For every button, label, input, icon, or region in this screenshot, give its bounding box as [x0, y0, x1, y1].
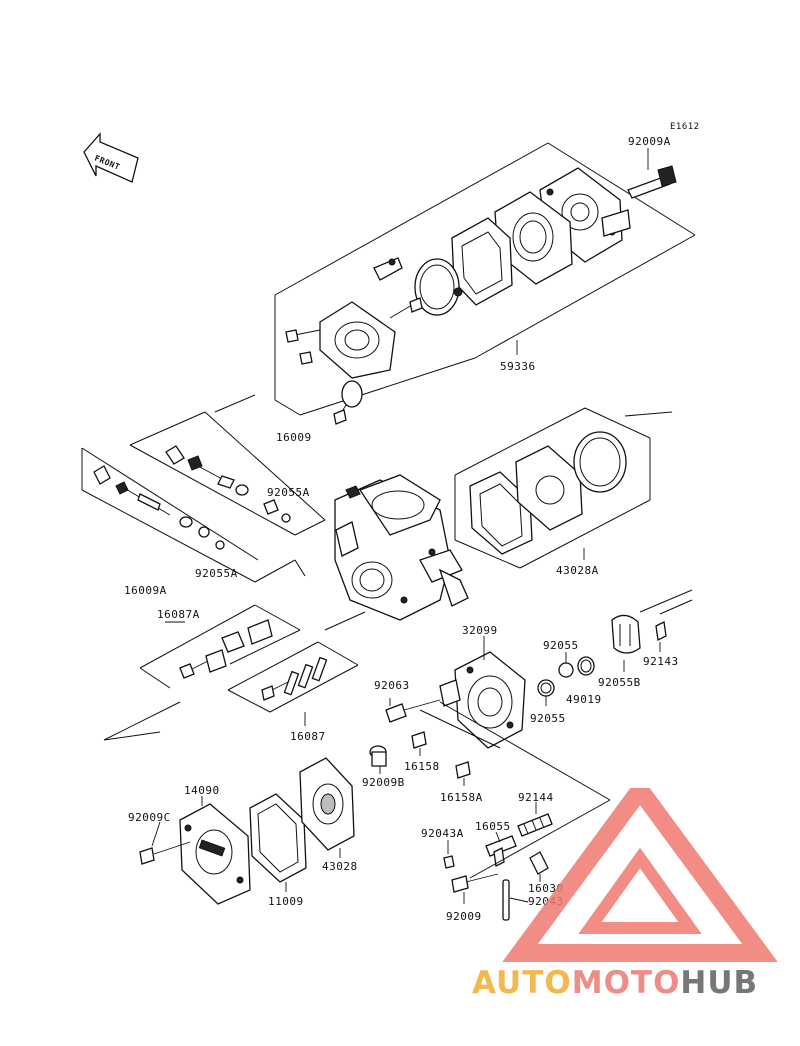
label-14090: 14090 — [184, 784, 220, 797]
cap-92055b — [611, 614, 641, 654]
watermark-hub: HUB — [680, 965, 758, 1001]
diagram-code: E1612 — [670, 122, 700, 132]
jet-parts-16087 — [261, 656, 328, 701]
label-92055a-2: 92055A — [195, 567, 238, 580]
watermark-triangle-icon — [502, 788, 778, 962]
label-43028: 43028 — [322, 860, 358, 873]
screw-92009 — [451, 873, 499, 904]
label-92009: 92009 — [446, 910, 482, 923]
needle-16030 — [529, 851, 549, 882]
label-92055a-1: 92055A — [267, 486, 310, 499]
svg-text:AUTOMOTOHUB: AUTOMOTOHUB — [472, 965, 758, 1001]
needle-kit-box-16009a — [81, 447, 306, 583]
label-11009: 11009 — [268, 895, 304, 908]
diaphragm-kit-parts — [469, 431, 627, 555]
fuel-pump-kit-box — [214, 142, 696, 416]
bolt-92009c — [139, 821, 191, 865]
main-air-screw-16009a — [93, 465, 225, 550]
label-16009a: 16009A — [124, 584, 167, 597]
label-16158: 16158 — [404, 760, 440, 773]
assembly-boundary-line — [103, 701, 181, 741]
watermark-moto: MOTO — [572, 965, 681, 1001]
pump-cover-14090 — [179, 803, 251, 905]
jet-kit-box-16087 — [227, 641, 359, 713]
screw-92063 — [385, 698, 441, 723]
label-92009c: 92009C — [128, 811, 171, 824]
label-92009b: 92009B — [362, 776, 405, 789]
metering-body-32099 — [419, 651, 611, 801]
pilot-air-screw-16009 — [165, 445, 291, 523]
label-16158a: 16158A — [440, 791, 483, 804]
label-92055-1: 92055 — [543, 639, 579, 652]
label-16009: 16009 — [276, 431, 312, 444]
jet-kit-box-16087a — [139, 604, 301, 689]
pump-o-ring — [414, 258, 463, 316]
lever-group-boundary — [469, 799, 611, 879]
needle-kit-box-16009 — [129, 411, 326, 536]
label-16087a: 16087A — [157, 608, 200, 621]
label-92055b: 92055B — [598, 676, 641, 689]
screw-16158 — [411, 731, 427, 756]
front-arrow-icon: FRONT — [83, 132, 139, 183]
jet-parts-16087a — [179, 619, 273, 679]
o-ring-92055 — [537, 652, 574, 706]
bolt-92009a — [627, 148, 677, 199]
check-valve — [373, 257, 403, 281]
label-92063: 92063 — [374, 679, 410, 692]
label-92009a: 92009A — [628, 135, 671, 148]
label-92043a: 92043A — [421, 827, 464, 840]
gasket-11009 — [249, 793, 307, 883]
lower-check-valve — [333, 380, 363, 425]
lever-16055 — [485, 831, 517, 867]
screw-16158a — [455, 761, 471, 786]
spring-92144 — [517, 802, 553, 837]
label-92055-2: 92055 — [530, 712, 566, 725]
label-16055: 16055 — [475, 820, 511, 833]
label-16087: 16087 — [290, 730, 326, 743]
plug-92009b — [369, 745, 387, 774]
label-32099: 32099 — [462, 624, 498, 637]
label-59336: 59336 — [500, 360, 536, 373]
pump-body — [285, 297, 423, 379]
carburetor-body — [334, 474, 469, 621]
label-92144: 92144 — [518, 791, 554, 804]
label-92143: 92143 — [643, 655, 679, 668]
filter-49019 — [577, 656, 595, 676]
diaphragm-kit-box-43028a — [454, 407, 673, 569]
clip-92143 — [639, 589, 693, 641]
pin-92043 — [502, 879, 529, 921]
screw-92043a — [443, 840, 455, 869]
watermark-auto: AUTO — [472, 965, 572, 1001]
label-43028a: 43028A — [556, 564, 599, 577]
automotohub-watermark: AUTOMOTOHUB — [472, 788, 778, 1001]
label-49019: 49019 — [566, 693, 602, 706]
diaphragm-43028 — [299, 757, 355, 851]
